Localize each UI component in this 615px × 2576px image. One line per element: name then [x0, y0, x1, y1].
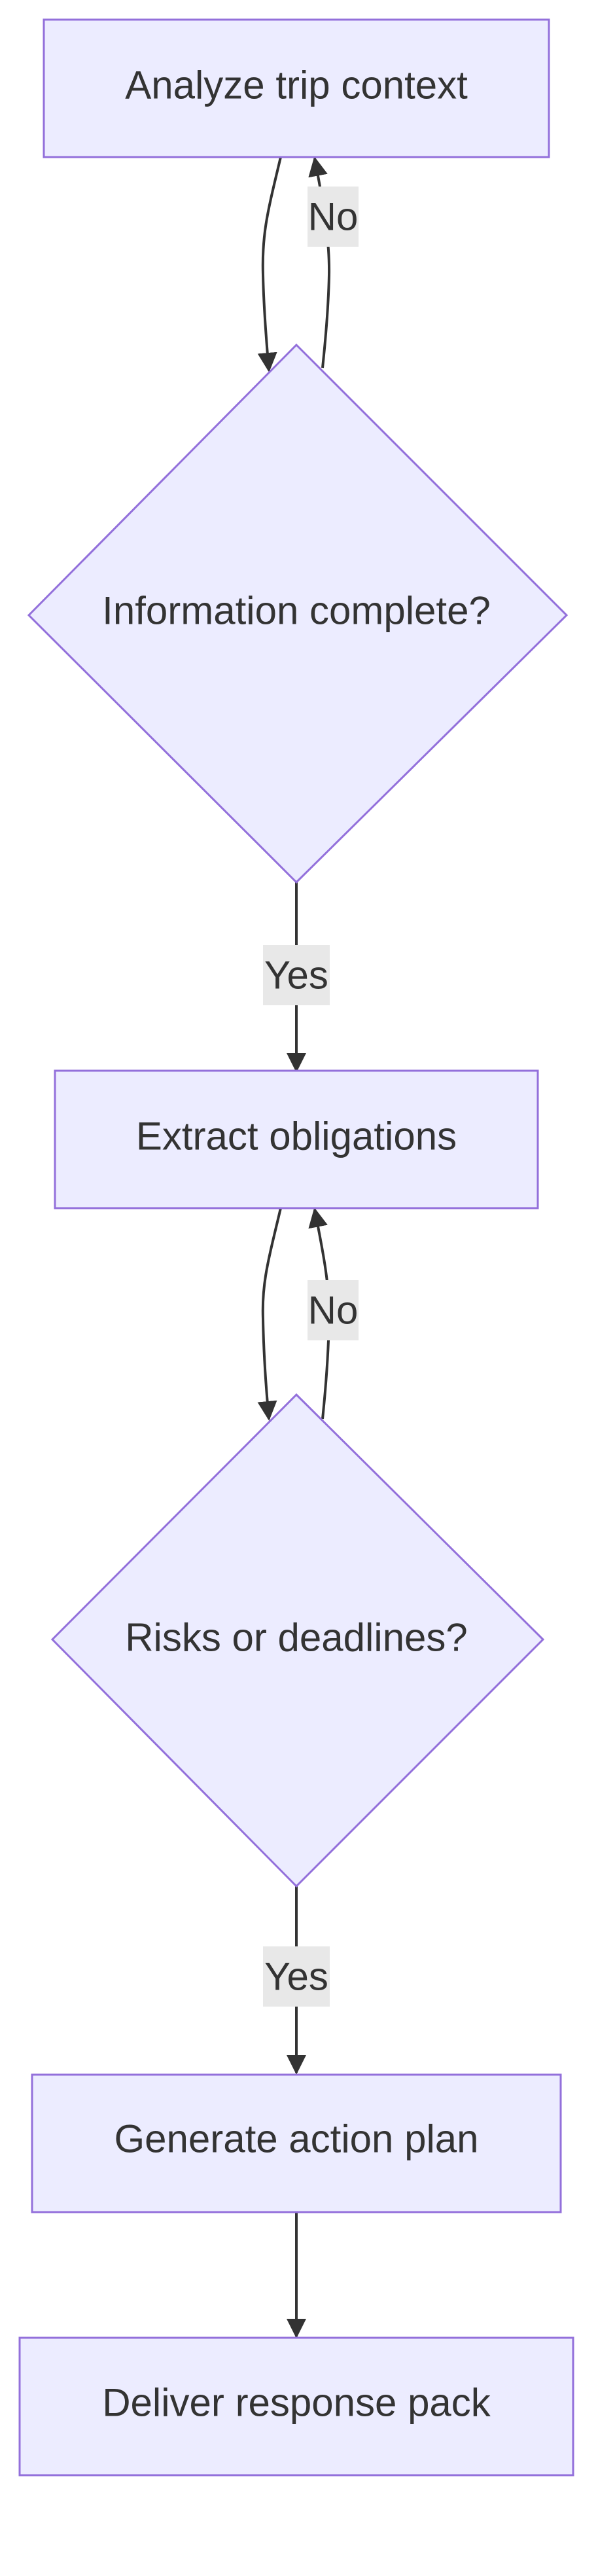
node-generate-action-plan: Generate action plan: [31, 2073, 562, 2213]
node-risks-or-deadlines: Risks or deadlines?: [50, 1393, 545, 1888]
node-information-complete: Information complete?: [27, 343, 569, 884]
node-label-deliver: Deliver response pack: [102, 2381, 491, 2425]
edge-label-risks-no: No: [308, 1289, 359, 1333]
node-deliver-response-pack: Deliver response pack: [18, 2336, 574, 2477]
node-analyze-trip-context: Analyze trip context: [43, 18, 550, 158]
edge-label-bg-info-no: [308, 187, 359, 247]
edge-label-bg-risks-yes: [263, 1946, 330, 2007]
edge-label-risks-yes: Yes: [264, 1955, 328, 1999]
node-label-analyze: Analyze trip context: [125, 63, 468, 107]
node-extract-obligations: Extract obligations: [54, 1069, 539, 1209]
node-label-risks: Risks or deadlines?: [125, 1616, 468, 1660]
edge-label-info-no: No: [308, 195, 359, 239]
node-label-plan: Generate action plan: [114, 2117, 478, 2161]
node-label-info-complete: Information complete?: [102, 589, 491, 633]
edge-label-info-yes: Yes: [264, 954, 328, 997]
node-label-extract: Extract obligations: [136, 1115, 457, 1158]
edge-analyze-to-info: [257, 156, 282, 372]
edge-label-bg-risks-no: [308, 1280, 359, 1340]
edge-extract-to-risks: [257, 1208, 282, 1421]
edge-label-bg-info-yes: [263, 945, 330, 1005]
